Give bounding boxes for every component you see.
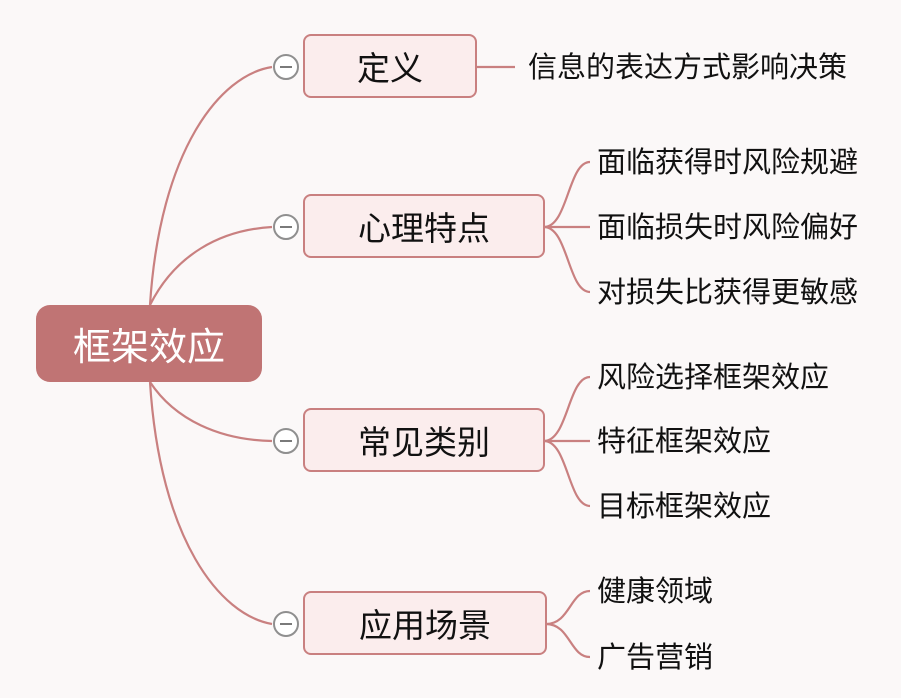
connector-root-definition	[148, 65, 273, 306]
branch-node-psychology[interactable]: 心理特点	[303, 194, 545, 258]
connector-applications-leaf-1	[545, 589, 591, 626]
branch-node-categories[interactable]: 常见类别	[303, 408, 545, 472]
leaf-node-psychology-1[interactable]: 面临获得时风险规避	[597, 145, 859, 179]
connector-root-categories	[149, 381, 273, 443]
collapse-minus-icon[interactable]	[273, 54, 299, 80]
collapse-minus-icon[interactable]	[273, 214, 299, 240]
leaf-node-categories-3[interactable]: 目标框架效应	[597, 489, 772, 523]
branch-node-applications[interactable]: 应用场景	[303, 591, 547, 655]
leaf-node-categories-2[interactable]: 特征框架效应	[597, 424, 772, 458]
connector-psychology-leaf-1	[543, 160, 591, 229]
root-node[interactable]: 框架效应	[36, 305, 262, 382]
leaf-node-psychology-3[interactable]: 对损失比获得更敏感	[597, 275, 859, 309]
connector-psychology-leaf-3	[543, 225, 591, 294]
collapse-minus-icon[interactable]	[273, 611, 299, 637]
connector-root-psychology	[149, 225, 273, 306]
branch-node-definition[interactable]: 定义	[303, 34, 477, 98]
collapse-minus-icon[interactable]	[273, 428, 299, 454]
leaf-node-psychology-2[interactable]: 面临损失时风险偏好	[597, 210, 859, 244]
leaf-node-definition-1[interactable]: 信息的表达方式影响决策	[528, 50, 848, 84]
connector-categories-leaf-3	[543, 439, 591, 508]
connector-categories-leaf-1	[543, 375, 591, 443]
connector-root-applications	[148, 381, 273, 626]
leaf-node-categories-1[interactable]: 风险选择框架效应	[597, 360, 830, 394]
leaf-node-applications-2[interactable]: 广告营销	[597, 640, 714, 674]
connector-applications-leaf-2	[545, 622, 591, 659]
leaf-node-applications-1[interactable]: 健康领域	[597, 574, 714, 608]
